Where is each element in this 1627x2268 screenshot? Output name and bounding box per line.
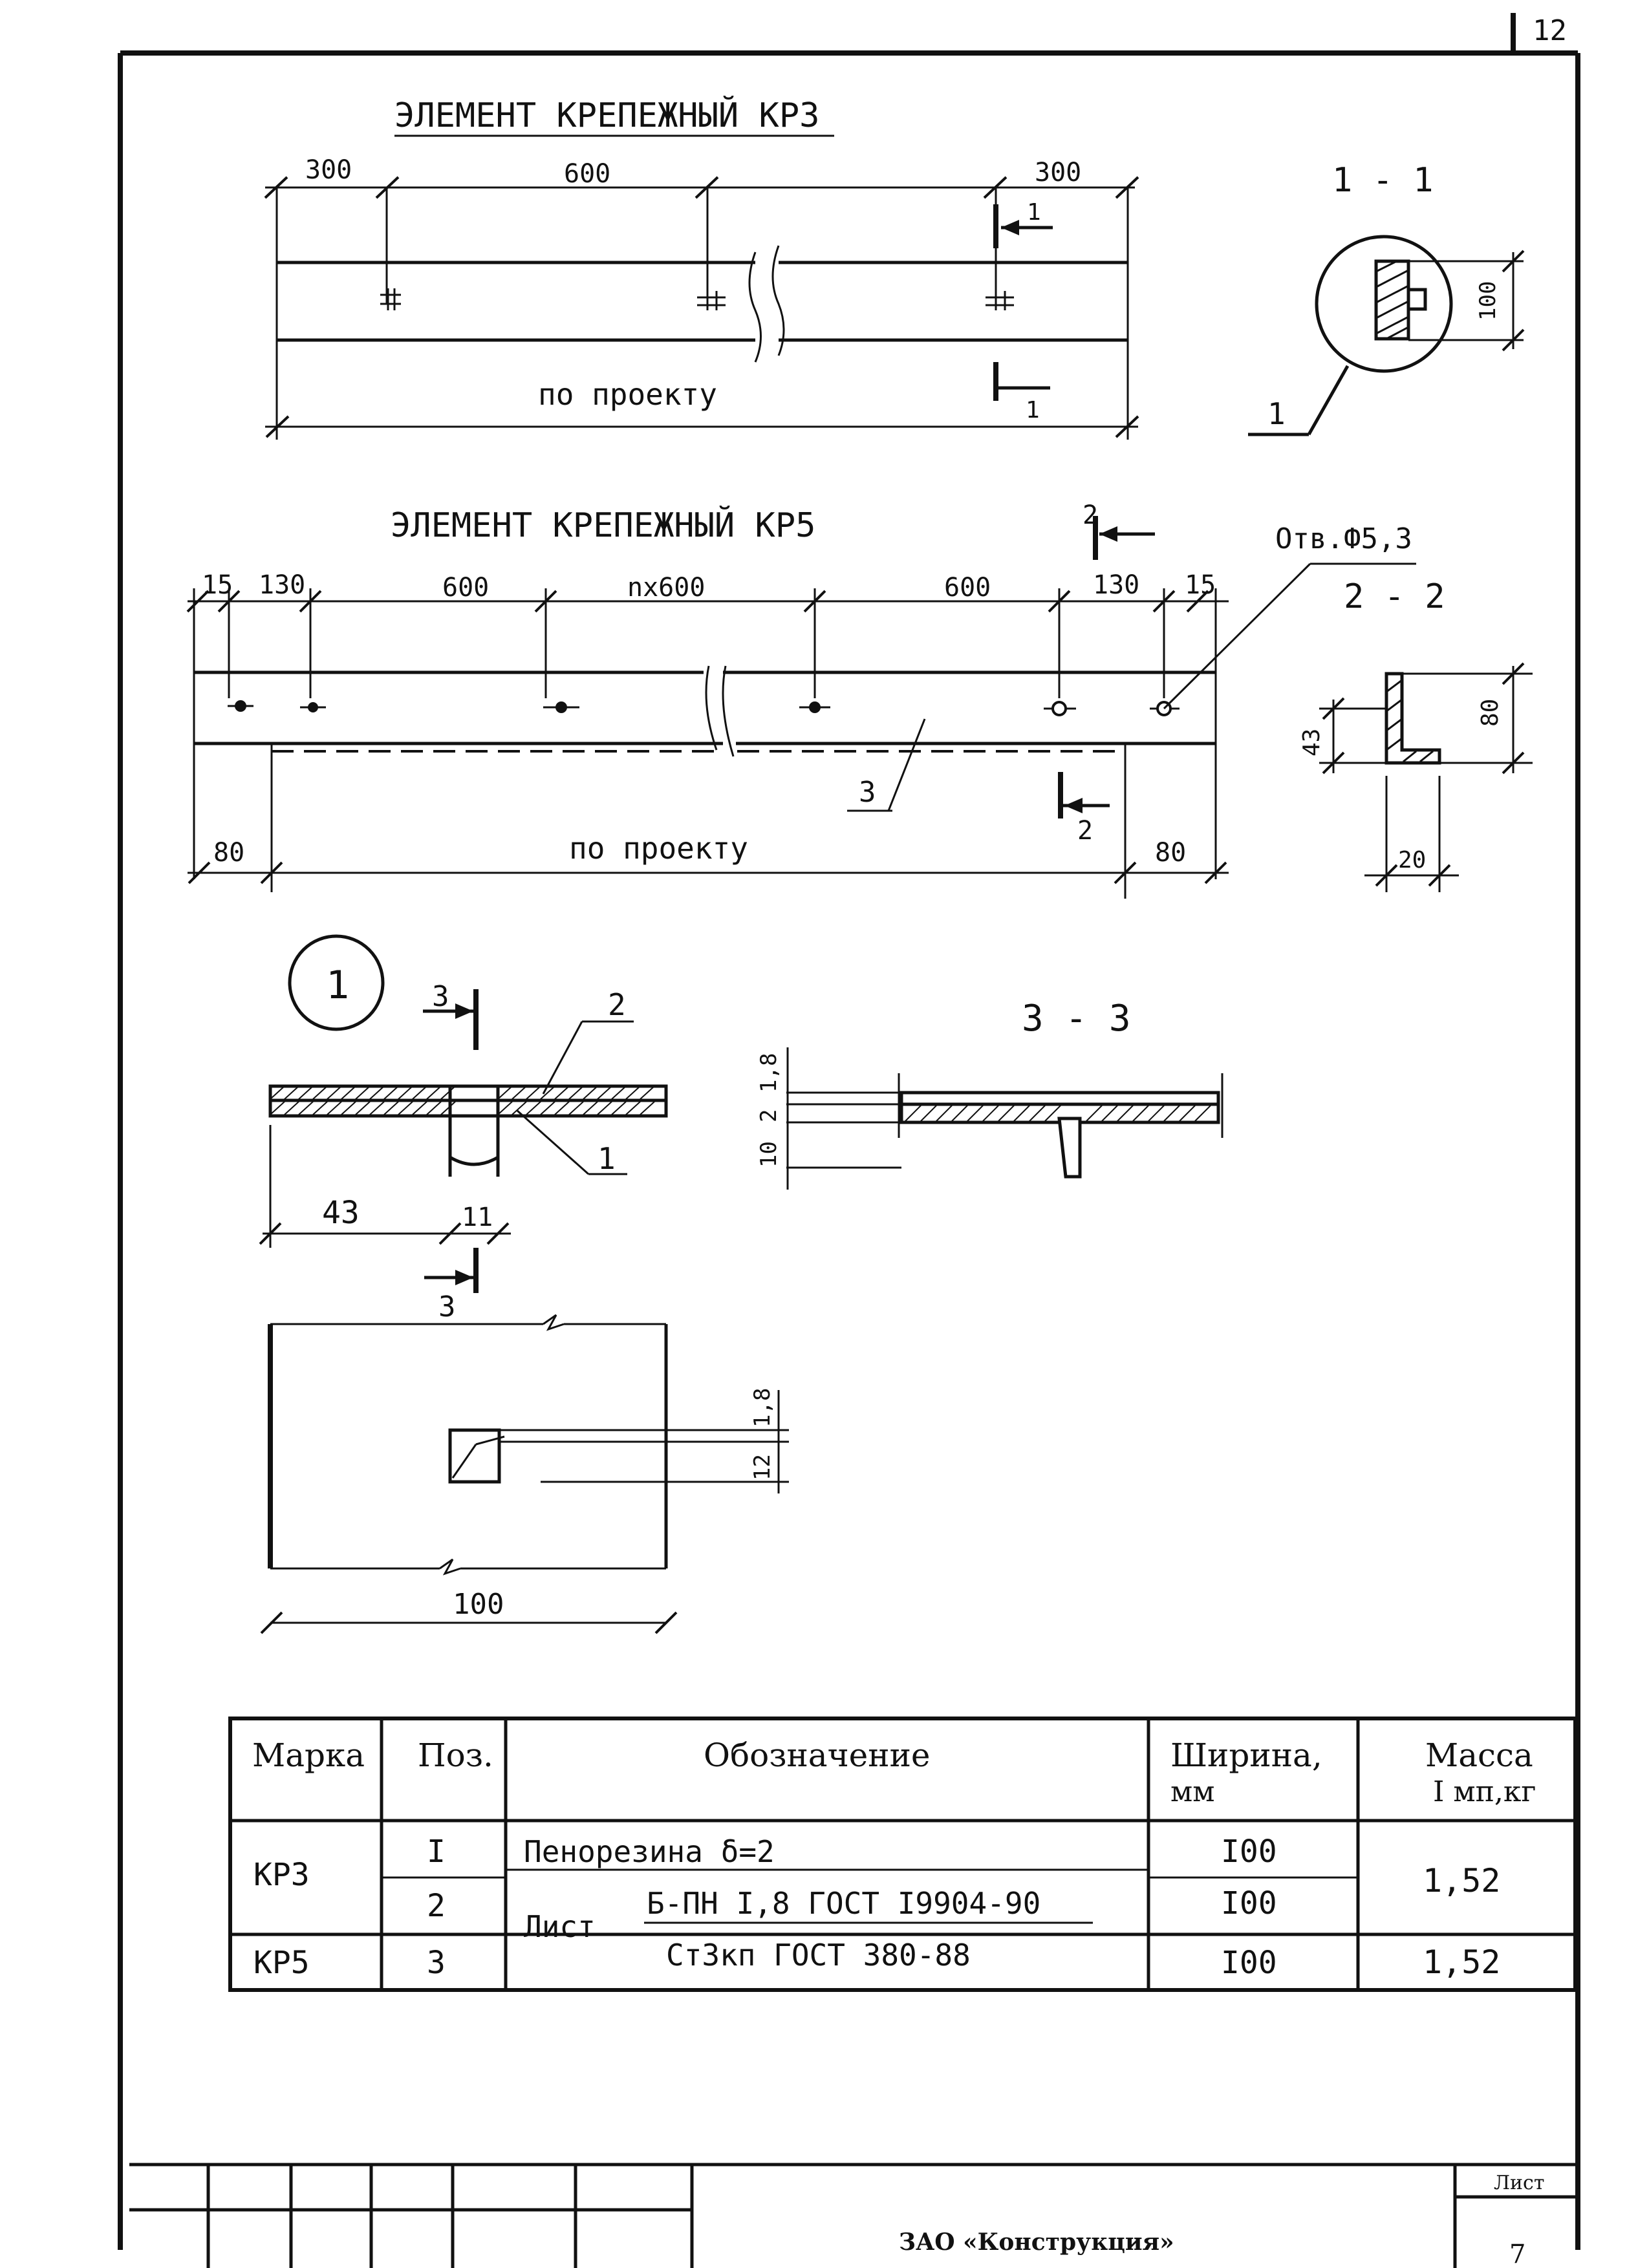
kr3-callout: 1 — [1267, 396, 1286, 431]
sheet-label: Лист — [1494, 2172, 1544, 2194]
kr3-dim-right: 300 — [1035, 158, 1081, 187]
row-3-mark: КР5 — [253, 1945, 310, 1981]
header-mass-l1: Масса — [1425, 1737, 1533, 1774]
header-width-l1: Ширина, — [1170, 1737, 1322, 1774]
node-section-mark-top: 3 — [432, 980, 449, 1013]
kr5-section-w: 20 — [1398, 847, 1426, 873]
row-1-mass: 1,52 — [1423, 1862, 1500, 1899]
node-section-mark-bottom: 3 — [438, 1290, 456, 1323]
header-mark: Марка — [252, 1737, 365, 1774]
node-dim-v1: 1,8 — [756, 1053, 782, 1093]
row-2-width: I00 — [1221, 1885, 1277, 1921]
node-pos-bottom: 1 — [598, 1141, 616, 1176]
node-plan-width: 100 — [453, 1588, 504, 1621]
kr3-section-mark-bottom: 1 — [1026, 397, 1040, 423]
row-3-designation: СтЗкп ГОСТ 380-88 — [666, 1938, 971, 1973]
kr3-length-label: по проекту — [538, 377, 717, 412]
kr5-element: ЭЛЕМЕНТ КРЕПЕЖНЫЙ КР5 2 15 130 600 nx600 — [186, 500, 1533, 899]
list-word: Лист — [524, 1909, 596, 1944]
kr5-dim-bottom-left: 80 — [213, 838, 244, 868]
kr5-dim-5: 600 — [944, 573, 991, 603]
kr5-section-title: 2 - 2 — [1344, 577, 1445, 616]
node-dim-43: 43 — [322, 1195, 360, 1231]
page-frame — [118, 13, 1580, 2250]
row-2-pos: 2 — [427, 1888, 446, 1924]
header-designation: Обозначение — [704, 1737, 931, 1774]
row-2-designation: Б-ПН I,8 ГОСТ I9904-90 — [647, 1886, 1040, 1921]
row-1-pos: I — [427, 1834, 446, 1870]
node-section-title: 3 - 3 — [1022, 998, 1131, 1040]
row-3-mass: 1,52 — [1423, 1943, 1500, 1981]
page-number: 12 — [1533, 14, 1567, 47]
title-block: ЗАО «Конструкция» Лист 7 — [129, 2163, 1578, 2268]
kr5-dim-7: 15 — [1185, 570, 1216, 600]
node-pos-top: 2 — [608, 987, 626, 1022]
kr5-dim-2: 130 — [259, 570, 305, 600]
kr5-part-callout: 3 — [859, 776, 876, 809]
kr5-dim-3: 600 — [442, 573, 489, 603]
kr3-section-height: 100 — [1475, 281, 1501, 321]
header-width-l2: мм — [1170, 1775, 1214, 1808]
row-1-width: I00 — [1221, 1834, 1277, 1870]
kr5-section-h2: 80 — [1477, 699, 1503, 727]
node-1-detail: 1 3 2 1 43 11 3 3 - 3 — [259, 934, 1223, 1634]
sheet-number: 7 — [1509, 2240, 1525, 2268]
kr5-section-h1: 43 — [1298, 729, 1325, 756]
node-id: 1 — [326, 963, 349, 1008]
kr3-element: ЭЛЕМЕНТ КРЕПЕЖНЫЙ КРЗ 300 600 300 — [264, 96, 1525, 440]
kr3-dim-left: 300 — [305, 155, 352, 185]
header-mass-l2: I мп,кг — [1433, 1775, 1536, 1808]
kr3-section-title: 1 - 1 — [1332, 161, 1434, 200]
header-pos: Поз. — [418, 1737, 493, 1774]
kr5-hole-label: Отв.Ф5,3 — [1275, 522, 1412, 555]
kr5-length-label: по проекту — [569, 831, 748, 866]
row-1-designation: Пенорезина δ=2 — [524, 1834, 775, 1869]
kr5-title: ЭЛЕМЕНТ КРЕПЕЖНЫЙ КР5 — [391, 506, 815, 545]
kr3-title: ЭЛЕМЕНТ КРЕПЕЖНЫЙ КРЗ — [394, 96, 819, 135]
row-3-width: I00 — [1221, 1945, 1277, 1981]
node-dim-v2: 2 — [756, 1109, 782, 1122]
specification-table: Марка Поз. Обозначение Ширина, мм Масса … — [228, 1717, 1577, 1992]
kr5-dim-4: nx600 — [627, 573, 705, 603]
row-1-mark: КРЗ — [253, 1857, 310, 1893]
node-dim-11: 11 — [462, 1203, 493, 1232]
kr5-dim-1: 15 — [202, 570, 233, 600]
kr5-dim-6: 130 — [1093, 570, 1139, 600]
kr5-section-mark-top: 2 — [1083, 500, 1098, 530]
row-3-pos: 3 — [427, 1945, 446, 1981]
kr3-section-mark-top: 1 — [1027, 199, 1041, 226]
node-plan-dim-v2: 12 — [749, 1454, 775, 1481]
kr3-dim-mid: 600 — [564, 159, 610, 189]
kr5-section-mark-bottom: 2 — [1077, 816, 1093, 846]
node-dim-v3: 10 — [756, 1141, 782, 1168]
kr5-dim-bottom-right: 80 — [1155, 838, 1186, 868]
node-plan-dim-v1: 1,8 — [749, 1388, 775, 1428]
company-name: ЗАО «Конструкция» — [899, 2229, 1174, 2256]
